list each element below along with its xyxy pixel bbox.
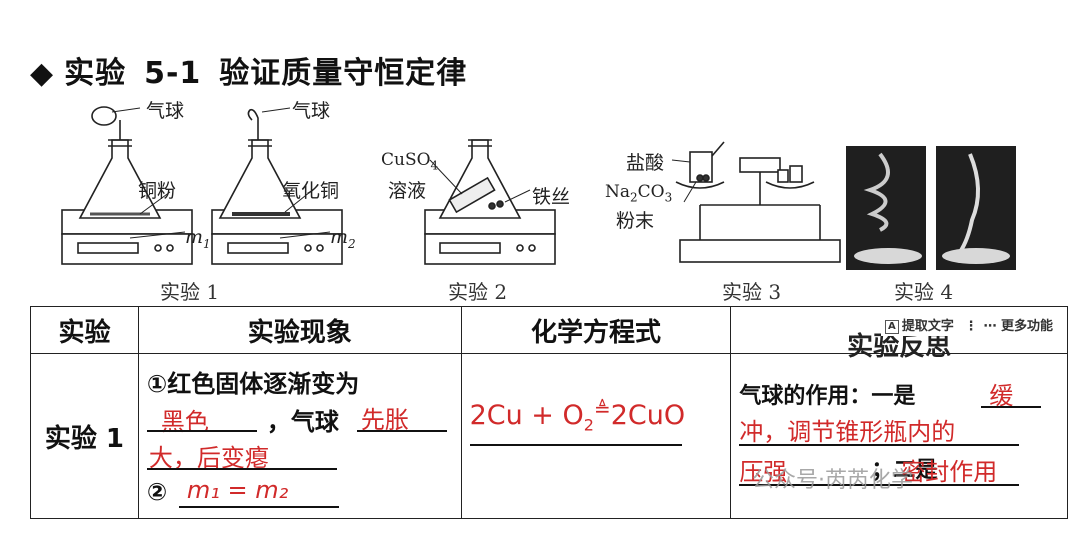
exp1-caption: 实验 1 bbox=[160, 276, 219, 305]
exp3-powder-label: Na2CO3 bbox=[605, 182, 672, 204]
exp3-caption: 实验 3 bbox=[722, 276, 781, 305]
exp2-solution-label-2: 溶液 bbox=[388, 176, 426, 203]
blank-line-5 bbox=[981, 406, 1041, 408]
phenomenon-cell: ①红色固体逐渐变为 黑色 ，气球 先胀 大，后变瘪 ② m₁ = m₂ bbox=[138, 354, 461, 519]
watermark: 公众号·芮芮化学 bbox=[752, 462, 913, 494]
header-phenomenon: 实验现象 bbox=[138, 307, 461, 354]
title-prefix: 实验 bbox=[64, 56, 126, 91]
row-label: 实验 1 bbox=[31, 354, 139, 519]
answer-seal: 密封作用 bbox=[901, 452, 997, 487]
exp2-caption: 实验 2 bbox=[448, 276, 507, 305]
phenomenon-line3-prefix: ② bbox=[147, 478, 167, 506]
blank-line-2 bbox=[357, 430, 447, 432]
extract-text-icon[interactable]: A bbox=[885, 320, 899, 334]
exp1-mass-label: m1 bbox=[185, 226, 211, 251]
exp2-wire-label: 铁丝 bbox=[532, 182, 570, 209]
title-text: 验证质量守恒定律 bbox=[219, 56, 467, 91]
equation-cell: 2Cu + O2≜2CuO bbox=[461, 354, 731, 519]
exp2-solution-label: CuSO4 bbox=[381, 150, 438, 172]
equation-answer: 2Cu + O2≜2CuO bbox=[470, 400, 686, 434]
blank-line-1 bbox=[147, 430, 257, 432]
more-functions-button[interactable]: 更多功能 bbox=[1001, 319, 1053, 334]
answer-buffer-2: 冲，调节锥形瓶内的 bbox=[739, 412, 955, 447]
exp1-balloon-label: 气球 bbox=[146, 96, 184, 123]
header-experiment: 实验 bbox=[31, 307, 139, 354]
exp4-caption: 实验 4 bbox=[894, 276, 953, 305]
page-title: ◆ 实验 5-1 验证质量守恒定律 bbox=[30, 48, 467, 92]
exp1-substance-label: 铜粉 bbox=[138, 176, 176, 203]
phenomenon-line1: ①红色固体逐渐变为 bbox=[147, 364, 359, 399]
blank-line-6 bbox=[739, 444, 1019, 446]
extract-text-button[interactable]: 提取文字 bbox=[902, 319, 954, 334]
answer-mass-equal: m₁ = m₂ bbox=[187, 476, 288, 504]
blank-line-4 bbox=[179, 506, 339, 508]
reflection-prefix: 气球的作用：一是 bbox=[739, 378, 915, 410]
exp3-acid-label: 盐酸 bbox=[626, 148, 664, 175]
title-marker: ◆ bbox=[30, 56, 54, 91]
phenomenon-mid: ，气球 bbox=[267, 402, 339, 437]
exp1b-substance-label: 氧化铜 bbox=[282, 176, 339, 203]
blank-line-equation bbox=[470, 444, 682, 446]
title-code: 5-1 bbox=[144, 56, 201, 91]
more-functions-icon[interactable]: ⋯ bbox=[983, 319, 996, 334]
toolbar-divider: ⋮ bbox=[964, 319, 977, 334]
blank-line-3 bbox=[147, 468, 337, 470]
exp4-photos bbox=[846, 146, 1016, 270]
exp3-apparatus bbox=[672, 142, 840, 262]
exp1b-mass-label: m2 bbox=[330, 226, 356, 251]
header-equation: 化学方程式 bbox=[461, 307, 731, 354]
exp3-powder-label-2: 粉末 bbox=[616, 206, 654, 233]
exp1b-balloon-label: 气球 bbox=[292, 96, 330, 123]
